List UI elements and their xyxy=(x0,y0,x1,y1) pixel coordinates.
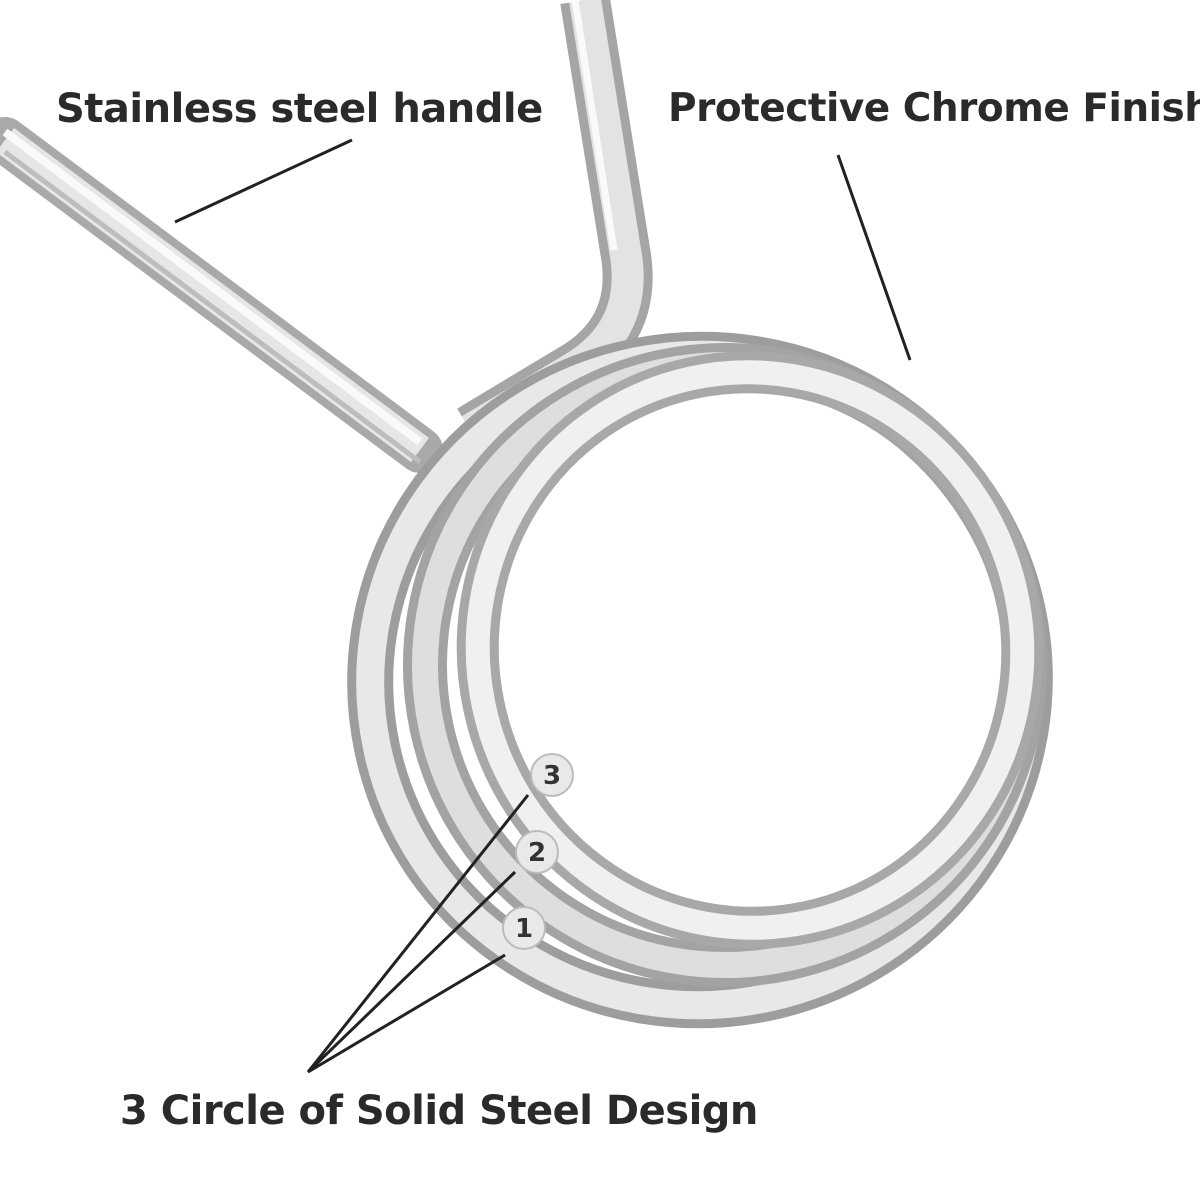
coil xyxy=(347,331,1053,1029)
finish-leader-line xyxy=(836,154,912,361)
coil-marker-1: 1 xyxy=(502,906,546,950)
handle-leader-line xyxy=(174,138,353,224)
design-label: 3 Circle of Solid Steel Design xyxy=(120,1088,758,1134)
design-leader-line-3 xyxy=(306,794,530,1073)
svg-text:2: 2 xyxy=(528,838,546,868)
svg-text:1: 1 xyxy=(515,914,533,944)
svg-text:3: 3 xyxy=(543,761,561,791)
finish-label: Protective Chrome Finish xyxy=(668,86,1200,131)
design-leader-line-1 xyxy=(307,953,506,1074)
coil-marker-2: 2 xyxy=(515,830,559,874)
handle-wire xyxy=(0,117,443,473)
coil-marker-3: 3 xyxy=(530,753,574,797)
design-leader-line-2 xyxy=(306,870,517,1074)
handle-label: Stainless steel handle xyxy=(56,86,543,132)
